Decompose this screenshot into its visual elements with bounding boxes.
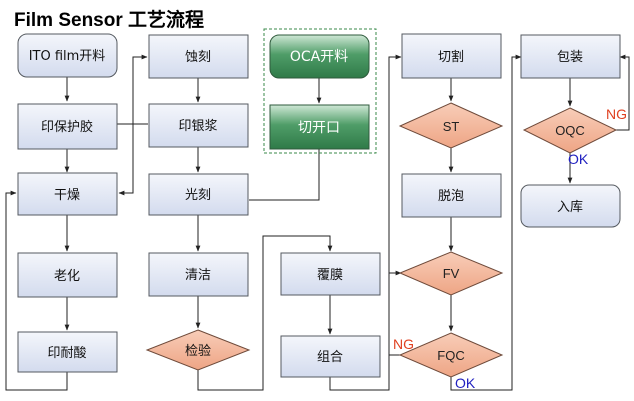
node-aging: 老化 (17, 252, 118, 298)
node-label: 清洁 (185, 268, 211, 283)
node-label: ST (443, 119, 460, 134)
node-drying: 干燥 (17, 172, 118, 216)
node-label: FV (443, 266, 460, 281)
node-warehousing: 入库 (520, 184, 621, 228)
oqc-ng-label: NG (606, 106, 627, 122)
fqc-ng-label: NG (393, 336, 414, 352)
node-label: 脱泡 (438, 189, 464, 204)
node-oca-cut: OCA开料 (269, 34, 370, 79)
node-oqc: OQC (522, 107, 618, 154)
oqc-ok-label: OK (568, 151, 589, 167)
node-cut-opening: 切开口 (269, 104, 370, 150)
node-label: OCA开料 (290, 49, 348, 65)
node-label: 切开口 (298, 120, 340, 136)
node-label: 印耐酸 (47, 346, 86, 361)
node-label: 入库 (557, 199, 583, 215)
node-label: 蚀刻 (185, 50, 211, 65)
node-label: 老化 (54, 269, 80, 284)
node-label: FQC (437, 348, 464, 363)
node-photolithography: 光刻 (148, 173, 249, 216)
node-st: ST (398, 102, 504, 149)
node-inspection: 检验 (145, 329, 251, 371)
node-defoaming: 脱泡 (401, 173, 502, 218)
node-label: OQC (555, 123, 585, 138)
node-assembly: 组合 (280, 335, 381, 378)
node-fqc: FQC (398, 332, 504, 378)
node-label: 组合 (317, 350, 343, 365)
diagram-title: Film Sensor 工艺流程 (14, 10, 205, 31)
node-print-silver-paste: 印银浆 (148, 103, 249, 148)
connectors (5, 54, 630, 391)
node-lamination: 覆膜 (280, 252, 381, 296)
node-label: 包装 (557, 50, 583, 65)
oca-group: OCA开料 切开口 (263, 28, 377, 154)
node-ito-film-cut: ITO film开料 (17, 33, 118, 78)
node-label: ITO film开料 (29, 49, 106, 64)
node-print-protective-glue: 印保护胶 (17, 103, 118, 150)
node-print-acid-resist: 印耐酸 (17, 331, 118, 373)
node-cutting: 切割 (401, 33, 502, 79)
node-label: 印保护胶 (41, 119, 93, 135)
node-label: 检验 (185, 343, 211, 359)
fqc-ok-label: OK (455, 375, 476, 391)
node-fv: FV (398, 251, 504, 296)
node-label: 切割 (438, 49, 464, 65)
node-label: 覆膜 (317, 268, 343, 283)
node-etching: 蚀刻 (148, 34, 249, 79)
node-packaging: 包装 (520, 34, 621, 79)
node-label: 干燥 (54, 188, 80, 203)
node-label: 光刻 (185, 188, 211, 203)
node-label: 印银浆 (178, 119, 217, 134)
node-cleaning: 清洁 (148, 252, 249, 297)
